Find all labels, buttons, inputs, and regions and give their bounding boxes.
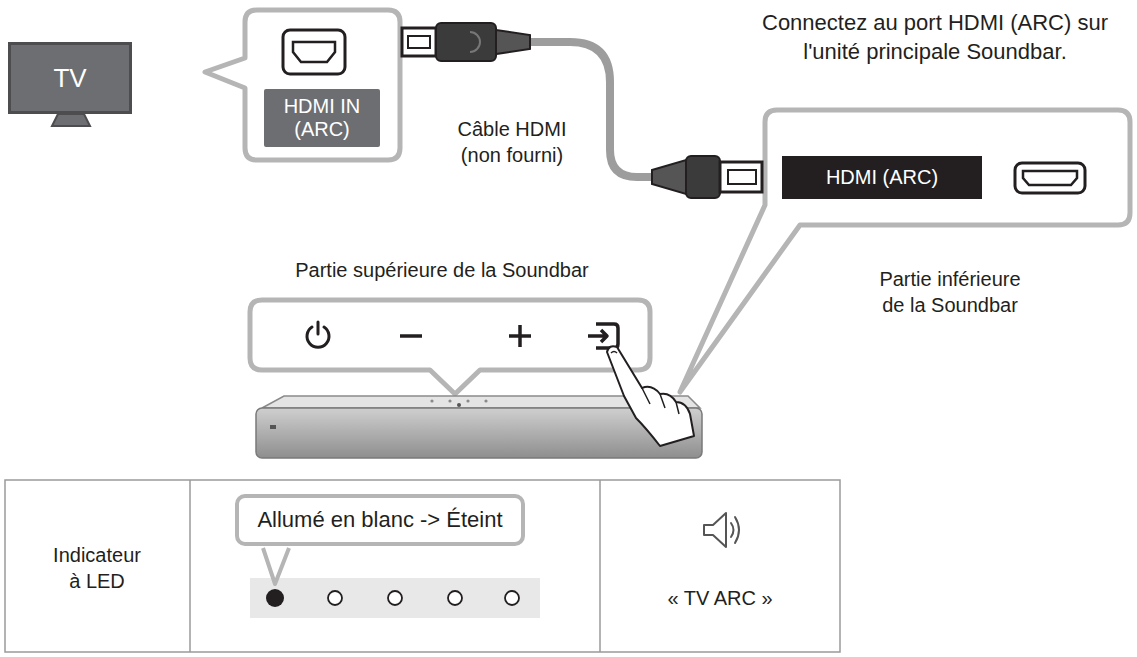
led-on xyxy=(266,589,284,607)
soundbar-button xyxy=(484,399,487,402)
plug-head xyxy=(408,36,430,48)
speaker-waves xyxy=(731,517,739,543)
led-off xyxy=(388,591,402,605)
plug-strain-relief xyxy=(496,30,530,54)
table-divider xyxy=(599,480,601,652)
port-label: HDMI (ARC) xyxy=(782,156,982,199)
plug-mark xyxy=(470,32,480,52)
hdmi-port xyxy=(283,30,345,74)
volume-down-button xyxy=(400,334,422,338)
soundbar-button xyxy=(430,399,433,402)
plug-head xyxy=(402,28,436,56)
hdmi-port-slot xyxy=(293,42,335,62)
hdmi-port xyxy=(1015,163,1085,193)
box-text: TV xyxy=(53,63,86,94)
soundbar-buttons xyxy=(430,399,487,407)
callout-panel xyxy=(205,10,400,160)
soundbar-button xyxy=(448,399,451,402)
table-cell: « TV ARC » xyxy=(667,585,772,611)
speaker-icon xyxy=(704,513,726,547)
power-button xyxy=(317,322,320,334)
hand-detail xyxy=(611,352,679,415)
callout-panel xyxy=(680,110,1130,392)
hdmi-port-slot xyxy=(1023,171,1077,185)
port-label: HDMI IN (ARC) xyxy=(264,89,380,147)
plug-strain-relief xyxy=(652,160,686,194)
plug-body xyxy=(686,156,720,198)
soundbar-logo xyxy=(270,425,276,429)
table-frame xyxy=(5,480,840,652)
led-off xyxy=(505,591,519,605)
callout-tail xyxy=(263,548,289,584)
led-off xyxy=(328,591,342,605)
led-off xyxy=(448,591,462,605)
part-name: Partie inférieure de la Soundbar xyxy=(870,266,1030,318)
plug-head xyxy=(720,162,762,192)
status-callout: Allumé en blanc -> Éteint xyxy=(235,494,524,546)
soundbar-led xyxy=(457,403,461,407)
plug-body xyxy=(436,23,496,61)
box-text: HDMI (ARC) xyxy=(800,166,964,189)
tv-stand xyxy=(52,114,90,126)
box-text: HDMI IN (ARC) xyxy=(272,95,372,141)
part-name: Partie supérieure de la Soundbar xyxy=(295,257,589,283)
cable-label: Câble HDMI (non fourni) xyxy=(450,116,575,168)
led-strip xyxy=(250,578,540,618)
instruction-note: Connectez au port HDMI (ARC) sur l'unité… xyxy=(750,9,1120,66)
table-cell: Indicateur à LED xyxy=(49,542,145,594)
hand xyxy=(607,346,694,446)
plug-head xyxy=(728,170,756,184)
tv-screen: TV xyxy=(8,42,132,114)
table-divider xyxy=(189,480,191,652)
button-panel xyxy=(250,300,650,394)
soundbar-button xyxy=(466,399,469,402)
volume-up-button xyxy=(518,325,522,347)
box-text: Allumé en blanc -> Éteint xyxy=(257,507,502,533)
source-button xyxy=(588,330,607,342)
